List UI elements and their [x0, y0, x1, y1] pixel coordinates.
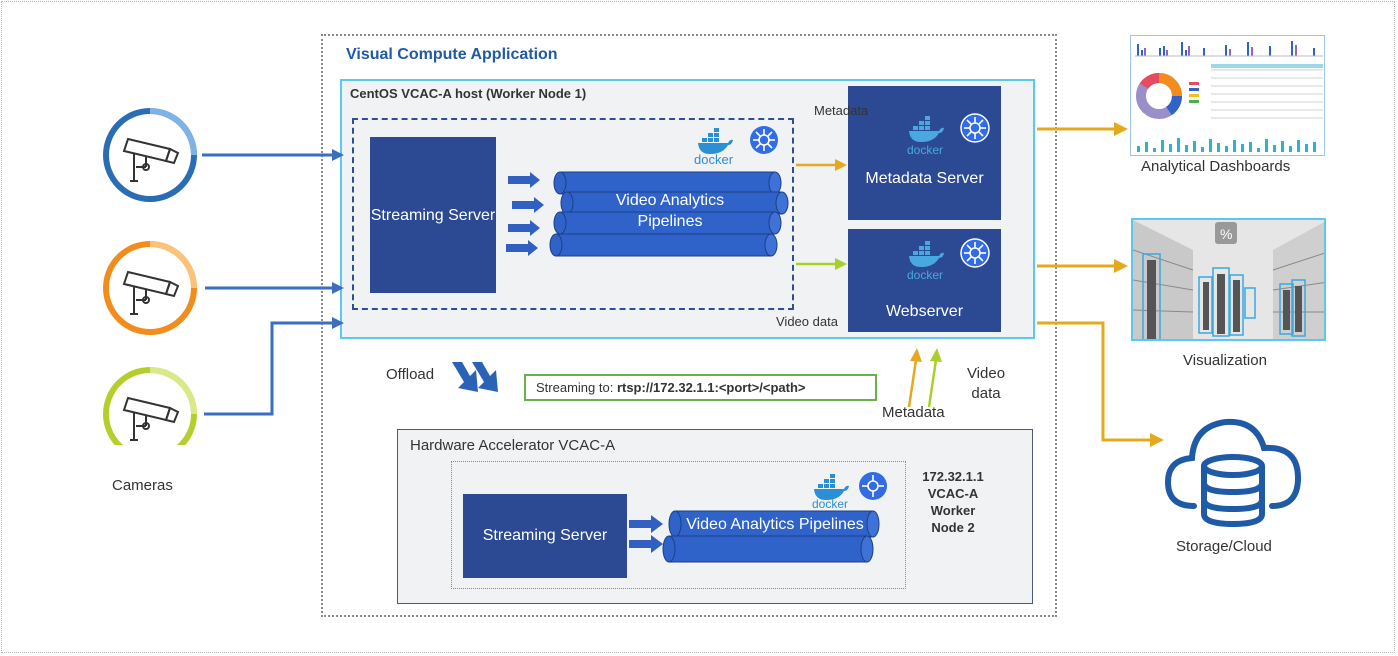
metadata-arrow-label: Metadata: [814, 103, 869, 118]
streaming-to-box: Streaming to: rtsp://172.32.1.1:<port>/<…: [524, 374, 877, 401]
host-streaming-server: Streaming Server: [370, 137, 496, 293]
container-group: [352, 118, 794, 310]
docker-wordmark: docker: [907, 143, 943, 156]
application-title: Visual Compute Application: [346, 46, 558, 63]
camera-icon: [103, 108, 197, 202]
docker-wordmark: docker: [694, 152, 734, 167]
host-pipelines: Video Analytics Pipelines: [506, 171, 789, 257]
docker-kubernetes-icon: docker: [694, 126, 778, 167]
metadata-server-label: Metadata Server: [865, 170, 984, 187]
docker-wordmark: docker: [812, 497, 848, 511]
svg-text:%: %: [1220, 226, 1232, 242]
offload-label: Offload: [386, 366, 435, 383]
streaming-url: rtsp://172.32.1.1:<port>/<path>: [616, 380, 806, 395]
uplink-metadata-label: Metadata: [882, 404, 945, 421]
hardware-pipelines-label: Video Analytics Pipelines: [686, 516, 864, 533]
storage-label: Storage/Cloud: [1176, 538, 1272, 555]
docker-kubernetes-icon: docker: [812, 472, 887, 511]
metadata-server: docker Metadata Server: [848, 86, 1001, 220]
hardware-pipelines: Video Analytics Pipelines: [629, 510, 880, 563]
docker-kubernetes-icon: docker: [907, 113, 990, 156]
camera-icon: [103, 241, 197, 335]
camera-icon: [103, 367, 197, 445]
hardware-streaming-server: Streaming Server: [463, 494, 627, 578]
docker-wordmark: docker: [907, 268, 943, 281]
camera-group: [103, 108, 197, 445]
webserver-label: Webserver: [885, 303, 964, 320]
hardware-accelerator-title: Hardware Accelerator VCAC-A: [410, 437, 616, 454]
database-cloud-icon: [1164, 418, 1302, 528]
webserver: docker Webserver: [848, 229, 1001, 332]
video-data-arrow-label: Video data: [776, 314, 838, 329]
uplink-video-data-label: Video data: [966, 365, 1006, 402]
visualization-thumbnail: %: [1131, 218, 1326, 341]
docker-kubernetes-icon: docker: [907, 238, 990, 281]
streaming-to-prefix: Streaming to:: [536, 380, 617, 395]
application-frame: [321, 34, 1057, 617]
dashboards-label: Analytical Dashboards: [1141, 158, 1291, 175]
host-title: CentOS VCAC-A host (Worker Node 1): [350, 86, 587, 101]
dashboard-thumbnail: [1130, 35, 1325, 156]
cameras-label: Cameras: [112, 477, 173, 494]
host-pipelines-label: Video Analytics Pipelines: [615, 192, 725, 230]
hardware-container-group: [451, 461, 906, 589]
hardware-node-info: 172.32.1.1 VCAC-A Worker Node 2: [922, 469, 984, 535]
visualization-label: Visualization: [1183, 352, 1267, 369]
